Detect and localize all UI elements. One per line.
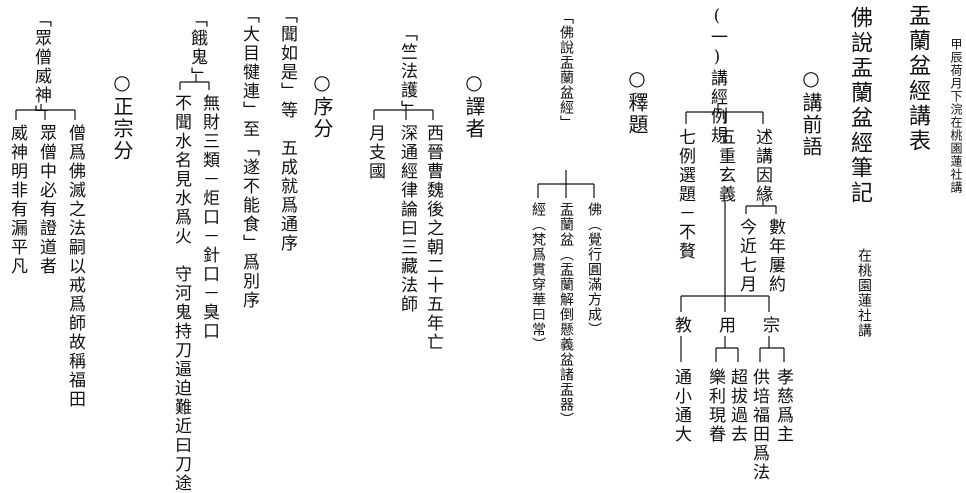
- venue-note: 在桃園蓮社講: [856, 248, 872, 338]
- heading-translator: ○譯者: [462, 70, 486, 140]
- lecture-outline-page: 甲辰荷月下浣在桃園蓮社講 盂蘭盆經講表 佛說盂蘭盆經筆記 在桃園蓮社講 ○講前語…: [7, 4, 963, 493]
- sangha-root: 「眾僧威神」: [31, 10, 51, 124]
- label-yong: 用: [715, 316, 735, 335]
- heading-main-section: ○正宗分: [110, 70, 134, 162]
- sangha-item-a: 僧爲佛滅之法嗣以戒爲師故稱福田: [65, 124, 85, 409]
- branch-lecture-rules: (一)講經例規: [707, 6, 727, 145]
- translator-item-b: 深通經律論曰三藏法師: [397, 124, 417, 314]
- translator-item-c: 月支國: [365, 124, 385, 181]
- title-item-jing: 經（梵爲貫穿華曰常）: [530, 202, 546, 352]
- yong-item-a: 超拔過去: [727, 368, 747, 444]
- heading-preface-section: ○序分: [310, 70, 334, 140]
- yong-item-b: 樂利現眷: [705, 368, 725, 444]
- specific-preface-line: 「大目犍連」至「遂不能食」爲別序: [239, 6, 259, 310]
- hungry-ghost-root: 「餓鬼」: [187, 10, 207, 86]
- reason-item-a: 數年屢約: [765, 218, 785, 294]
- hungry-ghost-item-a: 無財三類－炬口－針口－臭口: [199, 94, 219, 341]
- hungry-ghost-item-b: 不聞水名見水爲火 守河鬼持刀逼迫難近曰刀途: [171, 94, 191, 493]
- date-note: 甲辰荷月下浣在桃園蓮社講: [949, 38, 963, 194]
- heading-preface-talk: ○講前語: [799, 66, 823, 158]
- translator-root: 「竺法護」: [397, 24, 417, 119]
- title-table: 盂蘭盆經講表: [905, 4, 930, 154]
- sub-lecture-reason: 述講因緣: [752, 128, 772, 204]
- general-preface-line: 「聞如是」等 五成就爲通序: [277, 6, 297, 253]
- title-root: 「佛說盂蘭盆經」: [558, 10, 574, 130]
- label-jiao: 教: [671, 316, 691, 335]
- title-item-yulanpen: 盂蘭盆（盂蘭解倒懸義盆諸盂器）: [558, 202, 574, 427]
- heading-title-explanation: ○釋題: [625, 66, 649, 136]
- title-notes: 佛說盂蘭盆經筆記: [847, 6, 872, 206]
- title-item-fo: 佛（覺行圓滿方成）: [586, 202, 602, 337]
- bracket-connectors: [15, 74, 785, 362]
- jiao-item-a: 通小通大: [671, 368, 691, 444]
- reason-item-b: 今近七月: [736, 218, 756, 294]
- sub-five-profundities: 五重玄義: [715, 128, 735, 204]
- label-zong: 宗: [759, 316, 779, 335]
- sub-seven-rules: 七例選題－不贅: [675, 128, 695, 261]
- sangha-item-c: 威神明非有漏平凡: [7, 124, 27, 276]
- sangha-item-b: 眾僧中必有證道者: [36, 124, 56, 276]
- zong-item-a: 孝慈爲主: [773, 368, 793, 444]
- zong-item-b: 供培福田爲法: [749, 368, 769, 482]
- translator-item-a: 西晉曹魏後之朝二十五年亡: [423, 124, 443, 352]
